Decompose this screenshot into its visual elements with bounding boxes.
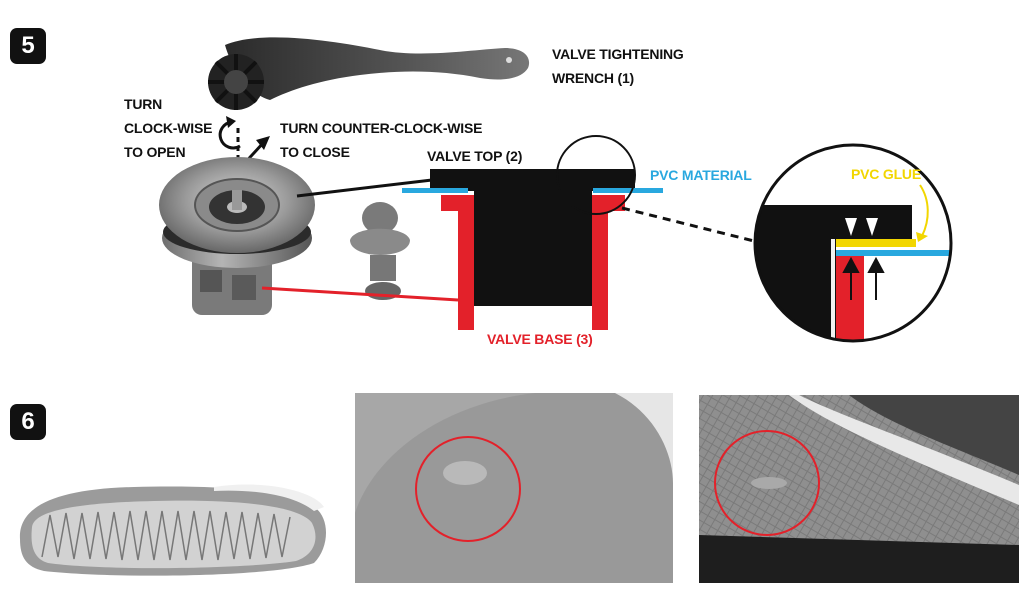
wrench-hole-icon [506, 57, 512, 63]
valve-wrench-illustration [208, 37, 530, 110]
wrench-head-icon [208, 54, 264, 110]
highlight-circle-1 [415, 436, 521, 542]
step-6-badge: 6 [10, 404, 46, 440]
detail-dashed-leader [621, 206, 759, 244]
valve-base-label: VALVE BASE (3) [487, 331, 593, 347]
turn-clockwise-label: TURN CLOCK-WISE TO OPEN [124, 96, 213, 160]
fin-box-photo [14, 467, 330, 583]
highlight-circle-2 [714, 430, 820, 536]
rotate-clockwise-icon [218, 116, 241, 150]
fin-box-illustration [19, 484, 326, 576]
valve-cross-section [402, 169, 663, 330]
pvc-glue-label: PVC GLUE [851, 166, 921, 182]
turn-counter-clockwise-label: TURN COUNTER-CLOCK-WISE TO CLOSE [280, 120, 483, 160]
board-surface-photo-1 [355, 393, 673, 583]
step-5-badge: 5 [10, 28, 46, 64]
magnified-detail [753, 143, 953, 343]
glue-pointer-arrow-icon [919, 184, 929, 237]
valve-top-label: VALVE TOP (2) [427, 148, 523, 164]
pvc-material-label: PVC MATERIAL [650, 167, 752, 183]
detail-circle-marker [556, 135, 636, 215]
board-surface-photo-2 [699, 395, 1019, 583]
wrench-label: VALVE TIGHTENING WRENCH (1) [552, 46, 684, 86]
valve-cap-illustration [350, 202, 410, 300]
fin-box-spring [41, 510, 291, 561]
valve-assembly-illustration [159, 157, 315, 315]
